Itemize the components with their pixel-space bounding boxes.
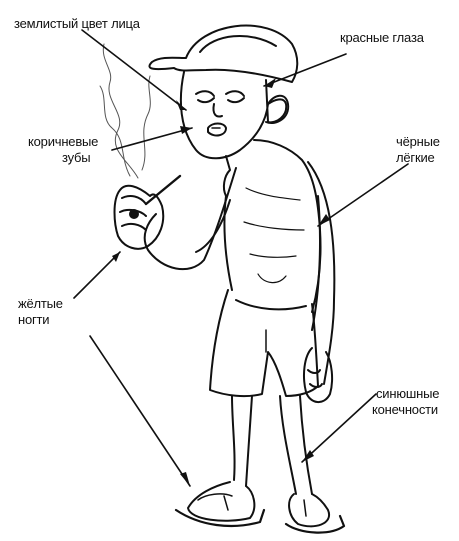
right-foot xyxy=(289,494,329,526)
label-earthy-face: землистый цвет лица xyxy=(14,16,140,32)
cigarette xyxy=(146,176,180,204)
mouth xyxy=(208,124,226,136)
right-leg xyxy=(280,396,312,494)
label-red-eyes: красные глаза xyxy=(340,30,424,46)
left-eye xyxy=(196,91,214,102)
shorts xyxy=(210,290,318,396)
right-arm xyxy=(308,162,334,384)
left-leg xyxy=(232,396,252,486)
annotation-arrows xyxy=(74,30,408,486)
label-brown-teeth: коричневые зубы xyxy=(28,134,98,166)
label-yellow-nails: жёлтые ногти xyxy=(18,296,63,328)
right-eye xyxy=(226,91,244,102)
label-cyanotic-limbs: синюшные конечности xyxy=(372,386,439,418)
sandals xyxy=(176,510,344,533)
label-black-lungs: чёрные лёгкие xyxy=(396,134,440,166)
cap xyxy=(149,26,297,82)
left-foot xyxy=(188,482,254,521)
